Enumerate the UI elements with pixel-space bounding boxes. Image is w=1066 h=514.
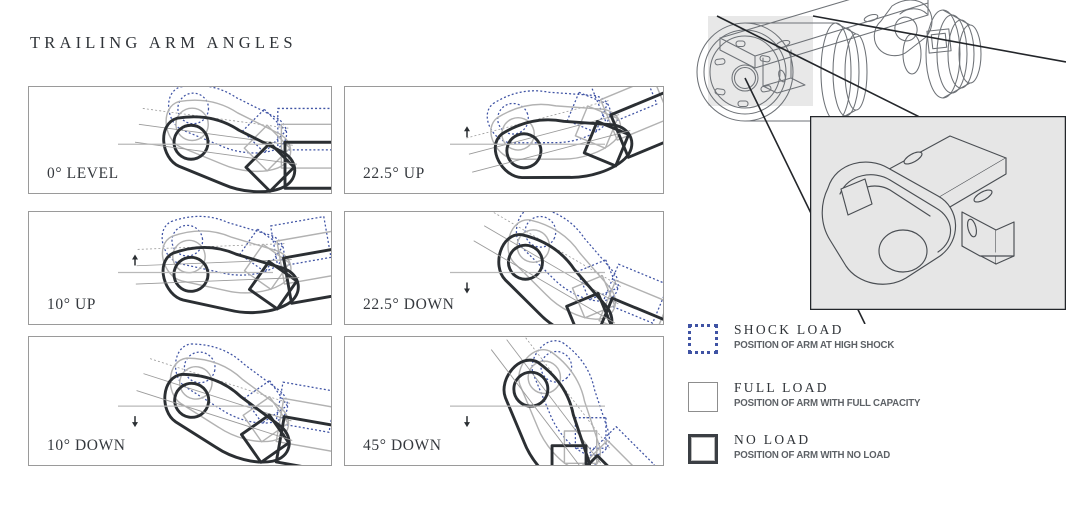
angle-panel-5: 45° DOWN — [344, 336, 664, 466]
angle-panel-label: 22.5° UP — [363, 165, 425, 182]
highlight-box — [708, 16, 813, 106]
angle-panel-label: 10° UP — [47, 296, 96, 313]
angle-panel-2: 10° UP — [28, 211, 332, 325]
legend-title: FULL LOAD — [734, 380, 829, 395]
legend-swatch-icon — [688, 382, 718, 412]
legend-subtitle: POSITION OF ARM WITH FULL CAPACITY — [734, 396, 921, 409]
legend-subtitle: POSITION OF ARM AT HIGH SHOCK — [734, 338, 895, 351]
legend-swatch-icon — [688, 324, 718, 354]
angle-panel-label: 22.5° DOWN — [363, 296, 455, 313]
legend-subtitle: POSITION OF ARM WITH NO LOAD — [734, 448, 891, 461]
angle-panel-4: 10° DOWN — [28, 336, 332, 466]
legend-swatch-icon — [688, 434, 718, 464]
page-title: TRAILING ARM ANGLES — [30, 33, 297, 52]
trailing-arm-bracket-detail — [810, 116, 1066, 310]
axle-hub-assembly-illustration — [696, 0, 1066, 324]
angle-panel-label: 0° LEVEL — [47, 165, 119, 182]
angle-panel-1: 22.5° UP — [344, 86, 664, 194]
angle-panel-3: 22.5° DOWN — [344, 211, 664, 325]
legend-title: SHOCK LOAD — [734, 322, 844, 337]
angle-panel-0: 0° LEVEL — [28, 86, 332, 194]
angle-panel-label: 10° DOWN — [47, 437, 126, 454]
legend-title: NO LOAD — [734, 432, 811, 447]
angle-panel-label: 45° DOWN — [363, 437, 442, 454]
